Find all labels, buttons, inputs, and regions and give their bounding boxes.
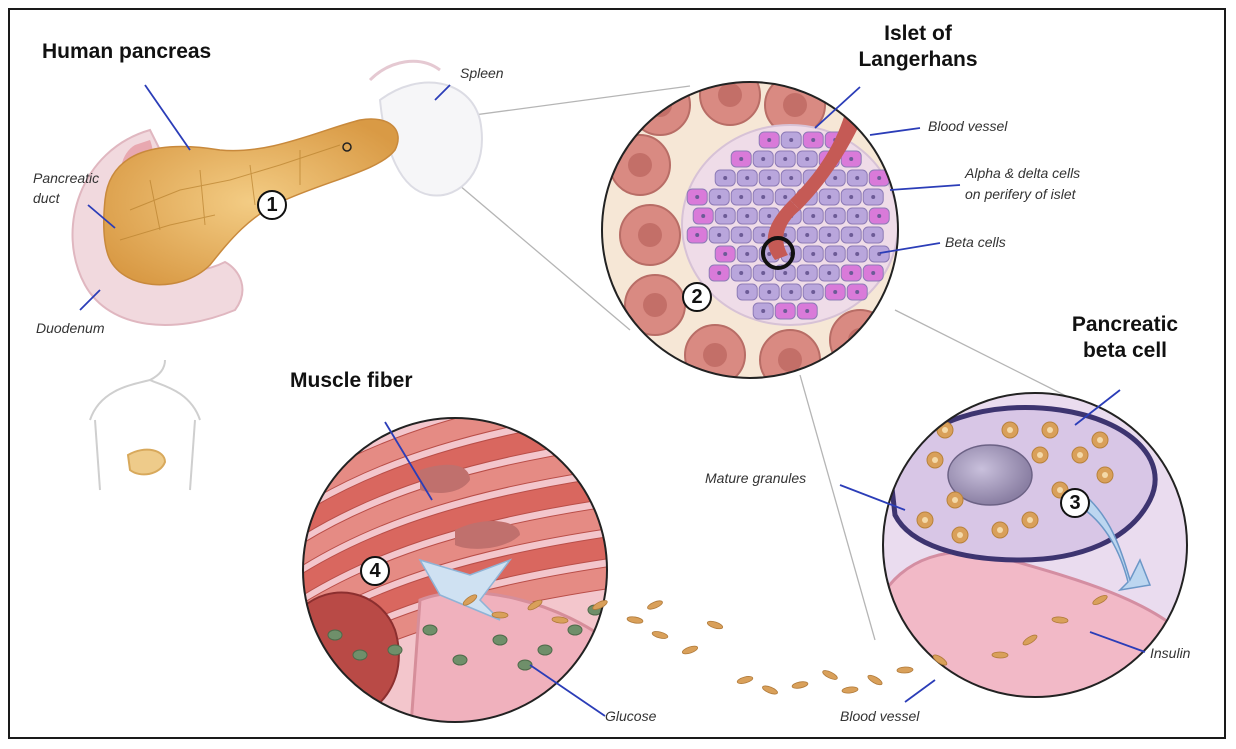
title-pancreatic-beta-cell: Pancreatic beta cell — [1055, 312, 1195, 364]
title-human-pancreas: Human pancreas — [42, 40, 211, 64]
torso-illustration — [90, 360, 200, 490]
step-marker-2: 2 — [682, 282, 712, 312]
title-islet-of-langerhans: Islet of Langerhans — [858, 21, 978, 73]
label-insulin: Insulin — [1150, 645, 1190, 661]
beta-cell-magnified-view — [880, 393, 1190, 700]
pancreas-illustration — [73, 119, 399, 325]
label-pancreatic-duct: Pancreatic duct — [33, 168, 99, 208]
label-alpha-delta-cells: Alpha & delta cells on perifery of islet — [965, 163, 1080, 205]
title-muscle-fiber: Muscle fiber — [290, 369, 413, 393]
label-blood-vessel-bottom: Blood vessel — [840, 708, 919, 724]
label-pancreatic-duct-line2: duct — [33, 188, 99, 208]
islet-magnified-view — [602, 65, 898, 390]
label-spleen: Spleen — [460, 65, 504, 81]
step-marker-3: 3 — [1060, 488, 1090, 518]
title-islet-line1: Islet of — [858, 21, 978, 47]
label-alpha-delta-line1: Alpha & delta cells — [965, 163, 1080, 184]
title-beta-line2: beta cell — [1055, 338, 1195, 364]
label-glucose: Glucose — [605, 708, 656, 724]
title-beta-line1: Pancreatic — [1055, 312, 1195, 338]
label-pancreatic-duct-line1: Pancreatic — [33, 168, 99, 188]
step-marker-4: 4 — [360, 556, 390, 586]
title-islet-line2: Langerhans — [858, 47, 978, 73]
label-beta-cells: Beta cells — [945, 234, 1006, 250]
label-alpha-delta-line2: on perifery of islet — [965, 184, 1080, 205]
label-blood-vessel-islet: Blood vessel — [928, 118, 1007, 134]
step-marker-1: 1 — [257, 190, 287, 220]
label-duodenum: Duodenum — [36, 320, 105, 336]
label-mature-granules: Mature granules — [705, 470, 806, 486]
muscle-magnified-view — [300, 385, 620, 740]
